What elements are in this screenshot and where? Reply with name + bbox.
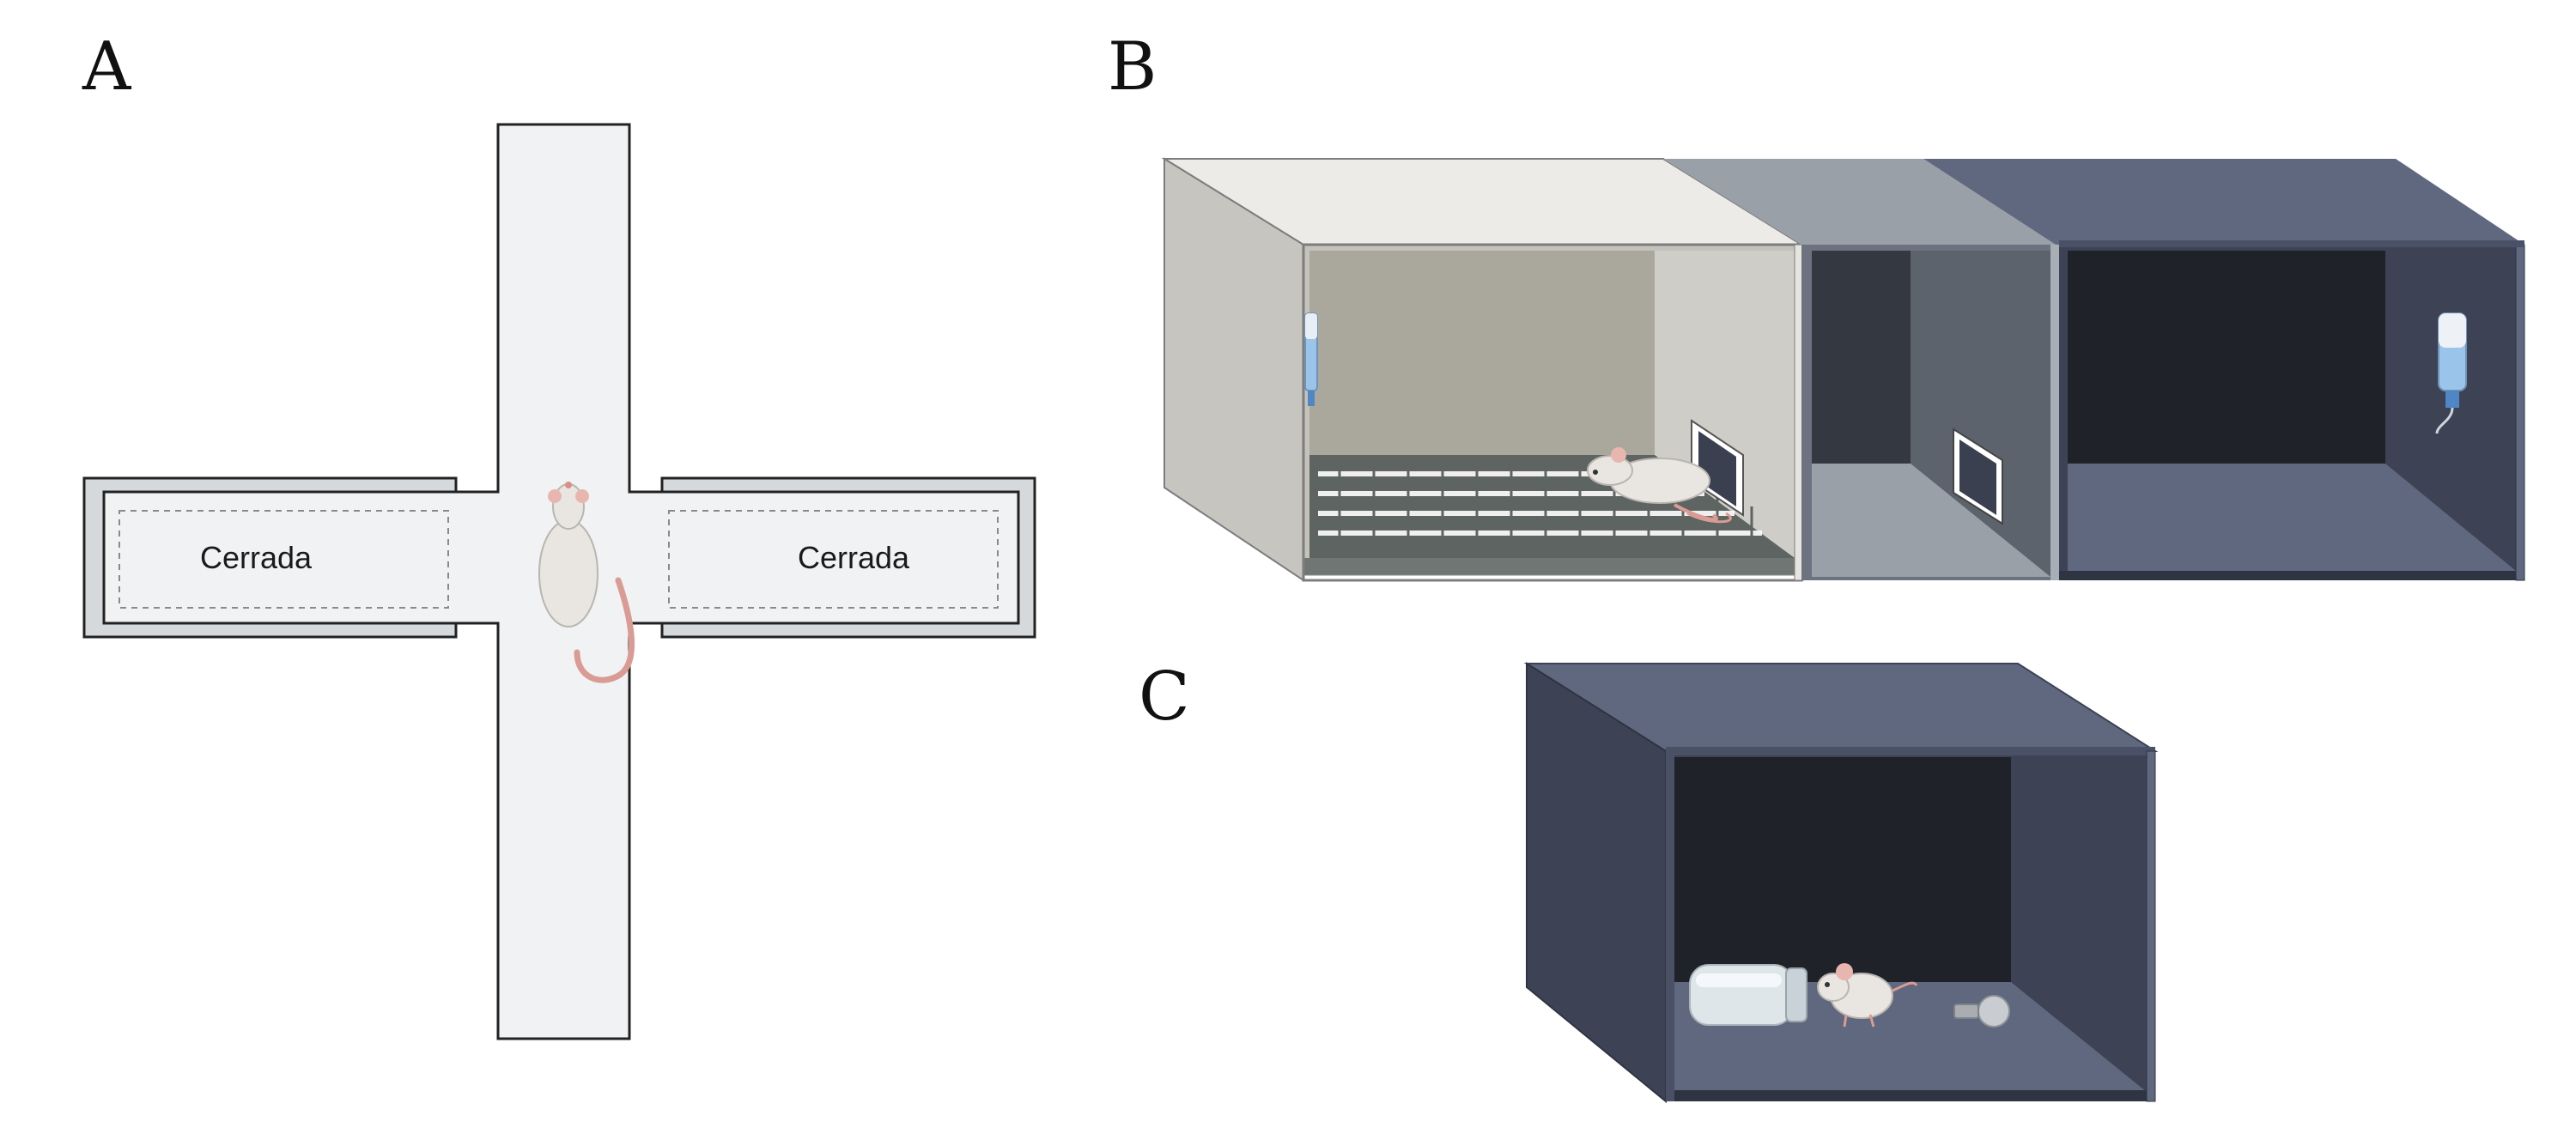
grid-floor xyxy=(1048,468,1066,474)
panel-b-letter: B xyxy=(1108,28,1157,106)
panel-a: A Cerrada Cerrada xyxy=(82,28,1036,1040)
left-arm-label: Cerrada xyxy=(200,540,313,575)
water-bottle-icon xyxy=(2435,312,2467,434)
dark-arena xyxy=(1523,662,2159,1104)
glass-jar-icon xyxy=(1689,964,1807,1026)
middle-compartment xyxy=(1663,159,2059,580)
panel-c-letter: C xyxy=(1139,658,1190,736)
right-arm-label: Cerrada xyxy=(798,540,910,575)
panel-c: C xyxy=(1139,658,2159,1104)
dark-compartment xyxy=(1923,159,2525,581)
light-compartment xyxy=(1048,157,1805,582)
panel-b: B xyxy=(1048,28,2525,582)
mouse-icon xyxy=(1817,963,1918,1028)
rat-icon xyxy=(538,482,635,683)
light-bulb-icon xyxy=(1953,995,2010,1028)
panel-a-letter: A xyxy=(82,28,132,106)
rat-icon xyxy=(1587,447,1732,524)
water-bottle-icon xyxy=(1304,312,1318,406)
